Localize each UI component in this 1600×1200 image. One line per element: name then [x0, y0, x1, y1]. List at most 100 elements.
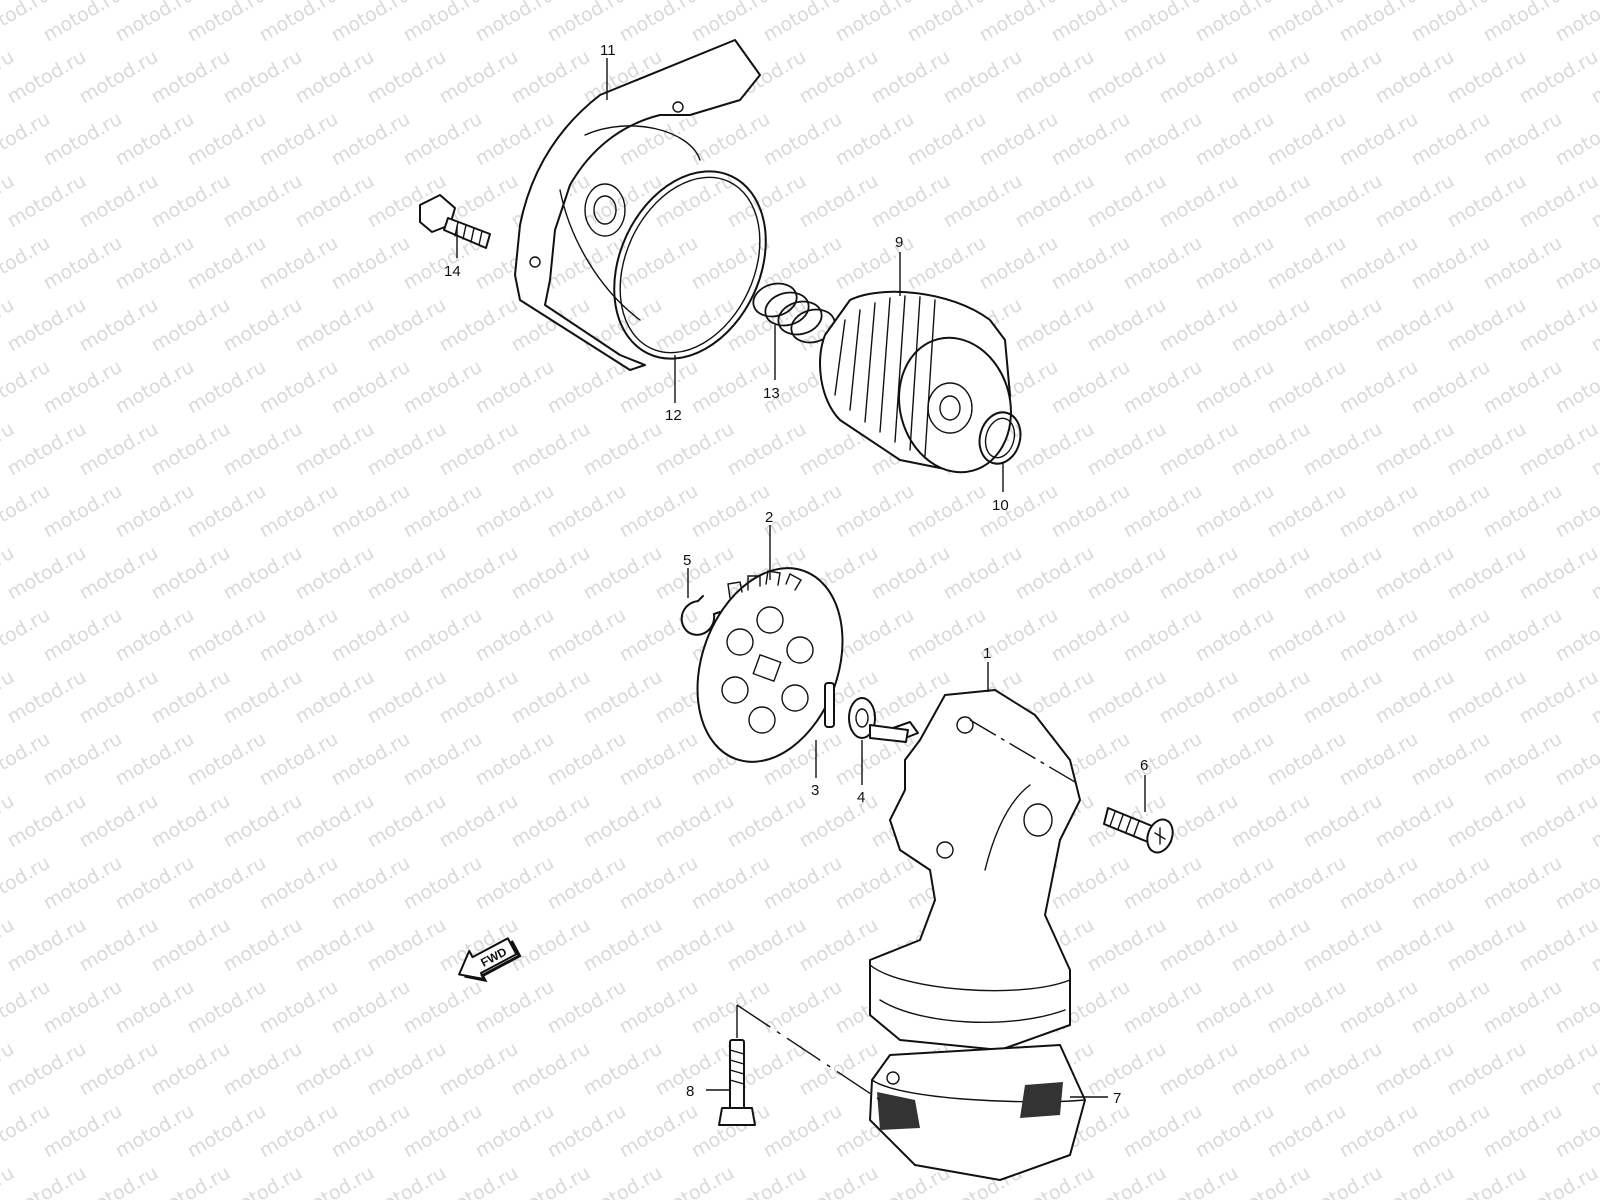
watermark-text: motod.ru	[1300, 294, 1386, 357]
watermark-text: motod.ru	[112, 232, 198, 295]
watermark-text: motod.ru	[4, 418, 90, 481]
watermark-text: motod.ru	[1408, 976, 1494, 1039]
watermark-text: motod.ru	[868, 170, 954, 233]
watermark-text: motod.ru	[724, 418, 810, 481]
watermark-text: motod.ru	[40, 1100, 126, 1163]
watermark-text: motod.ru	[796, 46, 882, 109]
watermark-text: motod.ru	[400, 0, 486, 46]
watermark-text: motod.ru	[544, 728, 630, 791]
watermark-text: motod.ru	[1264, 232, 1350, 295]
watermark-text: motod.ru	[1192, 728, 1278, 791]
watermark-text: motod.ru	[1408, 728, 1494, 791]
watermark-text: motod.ru	[796, 790, 882, 853]
part-6-bolt[interactable]	[1103, 807, 1177, 856]
part-12-o-ring[interactable]	[585, 147, 795, 384]
watermark-text: motod.ru	[76, 542, 162, 605]
watermark-text: motod.ru	[1444, 170, 1530, 233]
watermark-text: motod.ru	[796, 170, 882, 233]
watermark-text: motod.ru	[292, 1038, 378, 1101]
watermark-text: motod.ru	[1300, 46, 1386, 109]
watermark-text: motod.ru	[1120, 1100, 1206, 1163]
watermark-text: motod.ru	[1408, 108, 1494, 171]
watermark-text: motod.ru	[1192, 852, 1278, 915]
watermark-text: motod.ru	[760, 0, 846, 46]
watermark-text: motod.ru	[724, 790, 810, 853]
watermark-text: motod.ru	[1264, 108, 1350, 171]
callout-14: 14	[444, 263, 461, 280]
watermark-text: motod.ru	[1300, 542, 1386, 605]
watermark-text: motod.ru	[4, 1038, 90, 1101]
watermark-text: motod.ru	[220, 418, 306, 481]
watermark-text: motod.ru	[256, 0, 342, 46]
watermark-text: motod.ru	[1048, 852, 1134, 915]
part-3-pin[interactable]	[824, 682, 835, 728]
watermark-text: motod.ru	[1516, 46, 1600, 109]
part-5-circlip[interactable]	[680, 595, 721, 636]
watermark-text: motod.ru	[544, 356, 630, 419]
watermark-text: motod.ru	[760, 976, 846, 1039]
part-7-oil-strainer[interactable]	[869, 1044, 1086, 1181]
watermark-text: motod.ru	[436, 666, 522, 729]
watermark-text: motod.ru	[76, 914, 162, 977]
watermark-text: motod.ru	[832, 480, 918, 543]
watermark-text: motod.ru	[1264, 356, 1350, 419]
watermark-text: motod.ru	[1048, 356, 1134, 419]
watermark-text: motod.ru	[796, 1038, 882, 1101]
watermark-text: motod.ru	[1444, 294, 1530, 357]
watermark-text: motod.ru	[1480, 356, 1566, 419]
watermark-text: motod.ru	[436, 294, 522, 357]
watermark-text: motod.ru	[688, 0, 774, 46]
part-14-bolt[interactable]	[419, 194, 491, 249]
watermark-text: motod.ru	[328, 232, 414, 295]
watermark-text: motod.ru	[4, 914, 90, 977]
watermark-text: motod.ru	[328, 480, 414, 543]
watermark-text: motod.ru	[184, 1100, 270, 1163]
watermark-text: motod.ru	[148, 666, 234, 729]
watermark-text: motod.ru	[1264, 728, 1350, 791]
watermark-text: motod.ru	[220, 46, 306, 109]
watermark-text: motod.ru	[220, 790, 306, 853]
watermark-text: motod.ru	[40, 976, 126, 1039]
part-1-oil-pump[interactable]	[869, 689, 1081, 1051]
watermark-text: motod.ru	[400, 1100, 486, 1163]
part-4-washer[interactable]	[848, 697, 876, 739]
watermark-text: motod.ru	[1192, 480, 1278, 543]
watermark-text: motod.ru	[1156, 914, 1242, 977]
watermark-text: motod.ru	[1336, 604, 1422, 667]
part-13-spring[interactable]	[750, 279, 839, 347]
watermark-text: motod.ru	[1372, 170, 1458, 233]
watermark-text: motod.ru	[220, 666, 306, 729]
watermark-text: motod.ru	[184, 604, 270, 667]
watermark-text: motod.ru	[184, 356, 270, 419]
watermark-text: motod.ru	[472, 728, 558, 791]
watermark-text: motod.ru	[328, 356, 414, 419]
watermark-text: motod.ru	[1084, 914, 1170, 977]
watermark-text: motod.ru	[1336, 232, 1422, 295]
part-10-o-ring[interactable]	[974, 408, 1026, 469]
watermark-text: motod.ru	[472, 356, 558, 419]
watermark-text: motod.ru	[256, 728, 342, 791]
watermark-text: motod.ru	[1156, 666, 1242, 729]
watermark-text: motod.ru	[256, 232, 342, 295]
watermark-text: motod.ru	[112, 852, 198, 915]
part-8-bolt[interactable]	[718, 1039, 756, 1126]
watermark-text: motod.ru	[1012, 294, 1098, 357]
watermark-text: motod.ru	[328, 852, 414, 915]
part-9-oil-filter[interactable]	[819, 290, 1026, 485]
watermark-text: motod.ru	[1480, 976, 1566, 1039]
part-11-filter-cover[interactable]	[514, 39, 761, 371]
watermark-text: motod.ru	[508, 1038, 594, 1101]
watermark-text: motod.ru	[1480, 728, 1566, 791]
watermark-text: motod.ru	[148, 1038, 234, 1101]
watermark-text: motod.ru	[544, 852, 630, 915]
watermark-text: motod.ru	[1084, 666, 1170, 729]
watermark-text: motod.ru	[1408, 852, 1494, 915]
watermark-text: motod.ru	[40, 728, 126, 791]
watermark-text: motod.ru	[436, 542, 522, 605]
watermark-text: motod.ru	[1228, 542, 1314, 605]
watermark-text: motod.ru	[1264, 852, 1350, 915]
watermark-text: motod.ru	[472, 852, 558, 915]
watermark-text: motod.ru	[1480, 604, 1566, 667]
watermark-text: motod.ru	[328, 0, 414, 46]
watermark-text: motod.ru	[1228, 790, 1314, 853]
